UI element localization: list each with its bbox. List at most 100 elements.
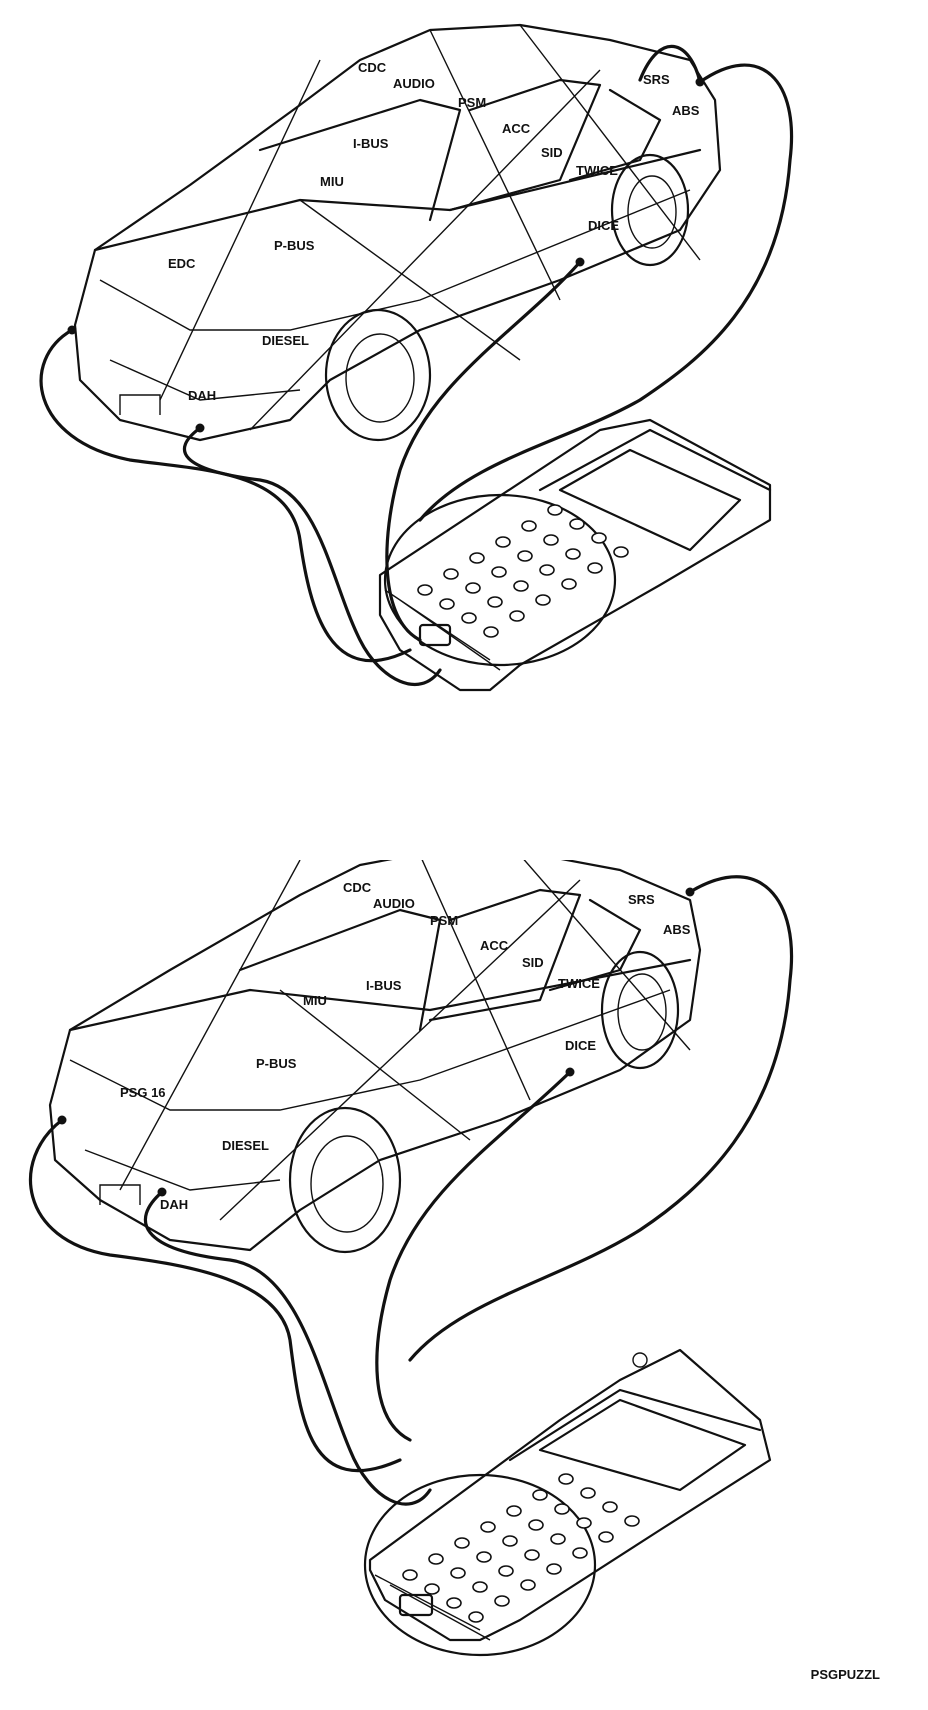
keypad-key (624, 1515, 640, 1527)
label-p-bus: P-BUS (274, 238, 315, 253)
keypad-key (468, 1611, 484, 1623)
label-sid: SID (541, 145, 563, 160)
keypad-key (428, 1553, 444, 1565)
keypad-key (558, 1473, 574, 1485)
label-srs: SRS (643, 72, 670, 87)
label-psm: PSM (458, 95, 486, 110)
keypad-key (417, 584, 433, 596)
keypad-key (509, 610, 525, 622)
car-outline (48, 860, 702, 1254)
keypad-key (461, 612, 477, 624)
module-labels: CDC AUDIO PSM SRS ABS ACC SID I-BUS TWIC… (120, 880, 691, 1212)
diagnostic-tool (378, 418, 772, 692)
keypad-key (520, 1579, 536, 1591)
keypad-key (550, 1533, 566, 1545)
keypad-key (565, 548, 581, 560)
keypad-key (561, 578, 577, 590)
diagram-bottom: CDC AUDIO PSM SRS ABS ACC SID I-BUS TWIC… (29, 860, 794, 1657)
keypad-key (506, 1505, 522, 1517)
label-acc: ACC (480, 938, 509, 953)
keypad-key (487, 596, 503, 608)
label-twice: TWICE (558, 976, 600, 991)
keypad-key (591, 532, 607, 544)
keypad-key (546, 1563, 562, 1575)
diagnostic-cables (39, 44, 794, 687)
keypad-key (521, 520, 537, 532)
label-audio: AUDIO (373, 896, 415, 911)
keypad-key (424, 1583, 440, 1595)
keypad-key (602, 1501, 618, 1513)
label-audio: AUDIO (393, 76, 435, 91)
keypad-key (502, 1535, 518, 1547)
label-i-bus: I-BUS (366, 978, 402, 993)
label-diesel: DIESEL (262, 333, 309, 348)
diagnostic-tool (363, 1348, 772, 1657)
keypad-key (554, 1503, 570, 1515)
keypad-key (472, 1581, 488, 1593)
label-miu: MIU (320, 174, 344, 189)
diagnostic-cables (29, 875, 794, 1506)
label-acc: ACC (502, 121, 531, 136)
label-abs: ABS (672, 103, 700, 118)
keypad-key (517, 550, 533, 562)
keypad-key (476, 1551, 492, 1563)
keypad-key (483, 626, 499, 638)
module-labels: CDC AUDIO PSM SRS ABS I-BUS ACC SID TWIC… (168, 60, 700, 403)
keypad-key (469, 552, 485, 564)
label-psm: PSM (430, 913, 458, 928)
keypad-key (587, 562, 603, 574)
label-dice: DICE (565, 1038, 596, 1053)
keypad-key (446, 1597, 462, 1609)
car-outline (73, 23, 722, 442)
keypad-key (547, 504, 563, 516)
keypad-key (572, 1547, 588, 1559)
keypad-key (535, 594, 551, 606)
keypad-key (491, 566, 507, 578)
keypad-key (454, 1537, 470, 1549)
label-dah: DAH (160, 1197, 188, 1212)
keypad-key (494, 1595, 510, 1607)
keypad-key (569, 518, 585, 530)
label-twice: TWICE (576, 163, 618, 178)
diagram-top: CDC AUDIO PSM SRS ABS I-BUS ACC SID TWIC… (39, 23, 794, 692)
keypad-key (480, 1521, 496, 1533)
label-cdc: CDC (343, 880, 372, 895)
label-dice: DICE (588, 218, 619, 233)
keypad-key (450, 1567, 466, 1579)
keypad-key (443, 568, 459, 580)
keypad-key (524, 1549, 540, 1561)
keypad-key (580, 1487, 596, 1499)
keypad-key (613, 546, 629, 558)
keypad-key (576, 1517, 592, 1529)
keypad-key (543, 534, 559, 546)
label-sid: SID (522, 955, 544, 970)
tool-logo (632, 1352, 648, 1368)
label-p-bus: P-BUS (256, 1056, 297, 1071)
label-diesel: DIESEL (222, 1138, 269, 1153)
label-psg-16: PSG 16 (120, 1085, 166, 1100)
keypad-key (598, 1531, 614, 1543)
tool-screen (558, 448, 742, 552)
label-cdc: CDC (358, 60, 387, 75)
keypad-key (402, 1569, 418, 1581)
tool-screen (538, 1398, 747, 1492)
keypad-key (465, 582, 481, 594)
keypad (402, 1473, 640, 1623)
keypad-key (539, 564, 555, 576)
tool-connector (398, 1593, 434, 1617)
tool-connector (418, 623, 452, 647)
label-dah: DAH (188, 388, 216, 403)
label-abs: ABS (663, 922, 691, 937)
label-edc: EDC (168, 256, 196, 271)
label-i-bus: I-BUS (353, 136, 389, 151)
keypad-key (495, 536, 511, 548)
keypad-key (498, 1565, 514, 1577)
figure-caption: PSGPUZZL (810, 1667, 880, 1682)
keypad-key (532, 1489, 548, 1501)
label-miu: MIU (303, 993, 327, 1008)
keypad-key (439, 598, 455, 610)
keypad-key (513, 580, 529, 592)
label-srs: SRS (628, 892, 655, 907)
keypad (417, 504, 629, 638)
keypad-key (528, 1519, 544, 1531)
